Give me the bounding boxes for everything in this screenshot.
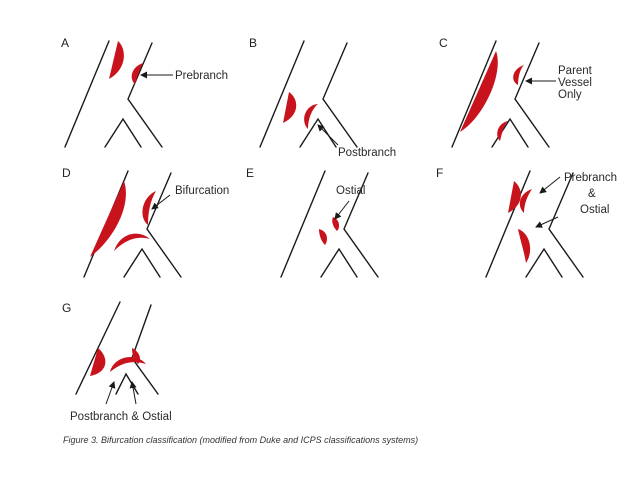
lesion-d-carina xyxy=(114,233,150,251)
panel-e: E Ostial xyxy=(246,166,379,278)
arrow-g-left xyxy=(105,381,116,405)
label-g: Postbranch & Ostial xyxy=(70,411,172,423)
label-c-1: Parent xyxy=(558,65,593,77)
arrow-b xyxy=(317,124,339,146)
panel-a: A Prebranch xyxy=(61,36,228,148)
lesion-d-side xyxy=(142,191,156,225)
panel-d-letter: D xyxy=(62,166,71,180)
label-e: Ostial xyxy=(336,185,365,197)
lesion-f-side xyxy=(519,189,532,213)
figure-caption: Figure 3. Bifurcation classification (mo… xyxy=(63,435,419,445)
lesion-a-main xyxy=(109,41,124,79)
panel-g-letter: G xyxy=(62,301,71,315)
panel-d: D Bifurcation xyxy=(62,166,229,278)
label-a: Prebranch xyxy=(175,70,228,82)
lesion-g-ostial xyxy=(132,348,140,364)
label-c-2: Vessel xyxy=(558,77,592,89)
lesion-e-ostial-1 xyxy=(319,229,327,245)
lesion-g-main xyxy=(90,348,106,376)
panel-c: C Parent Vessel Only xyxy=(439,36,593,148)
lesion-c-side xyxy=(513,65,524,85)
label-b: Postbranch xyxy=(338,147,396,159)
lesion-c-main xyxy=(460,51,498,132)
panel-c-letter: C xyxy=(439,36,448,50)
panel-b-letter: B xyxy=(249,36,257,50)
label-c-3: Only xyxy=(558,89,582,101)
lesion-f-main xyxy=(508,181,521,213)
arrow-e xyxy=(334,200,350,220)
arrow-f-top xyxy=(539,176,561,194)
lesion-f-ostial xyxy=(518,229,531,263)
lesion-a-side xyxy=(131,63,143,84)
label-f-2: & xyxy=(588,188,596,200)
lesion-b-side xyxy=(304,104,318,129)
label-f-1: Prebranch xyxy=(564,172,617,184)
panel-b: B Postbranch xyxy=(249,36,396,159)
lesion-e-ostial-2 xyxy=(332,217,340,231)
label-d: Bifurcation xyxy=(175,185,229,197)
lesion-b-main xyxy=(283,92,297,123)
arrow-g-right xyxy=(129,381,137,405)
arrow-d xyxy=(151,194,171,210)
label-f-3: Ostial xyxy=(580,204,609,216)
panel-a-letter: A xyxy=(61,36,69,50)
panel-g: G Postbranch & Ostial xyxy=(62,301,172,423)
lesion-c-lower xyxy=(497,121,508,141)
panel-f: F Prebranch & Ostial xyxy=(436,166,617,278)
panel-f-letter: F xyxy=(436,166,443,180)
lesion-d-main xyxy=(90,181,126,257)
arrow-f-bottom xyxy=(535,216,559,228)
panel-e-letter: E xyxy=(246,166,254,180)
